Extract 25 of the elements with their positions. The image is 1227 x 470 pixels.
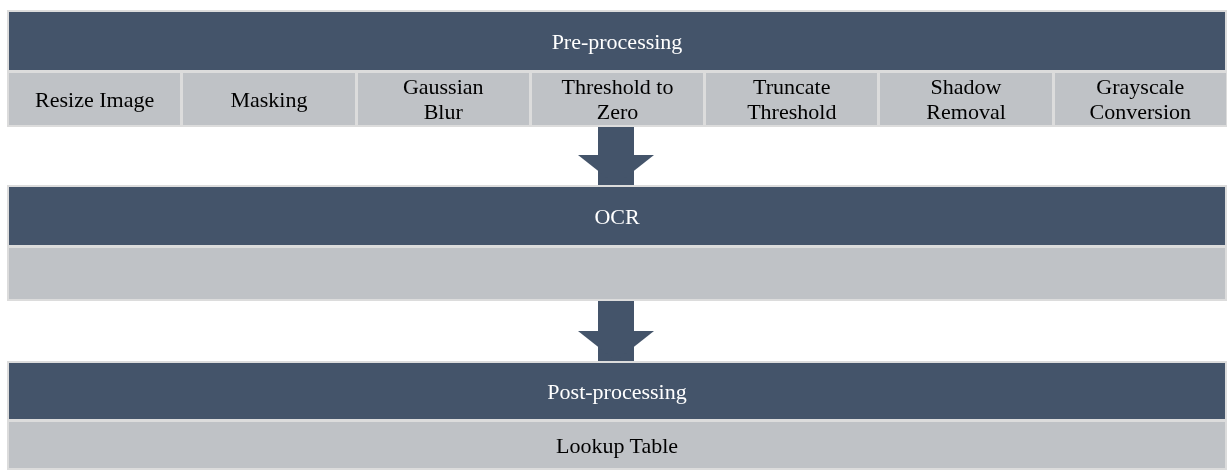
stage-header (7, 361, 1227, 421)
step-label: Threshold to Zero (560, 74, 675, 124)
step-label: Shadow Removal (925, 74, 1007, 124)
stage-title: Pre-processing (551, 28, 683, 54)
block-arrow (578, 127, 654, 185)
step-box (7, 420, 1227, 470)
step-label: Lookup Table (555, 432, 679, 458)
empty-step-box (7, 246, 1227, 301)
step-label: Gaussian Blur (401, 74, 485, 124)
step-box (7, 71, 183, 127)
block-arrow (578, 301, 654, 361)
step-label: Resize Image (35, 86, 155, 112)
step-box (181, 71, 357, 127)
step-box (1052, 71, 1227, 127)
step-box (355, 71, 531, 127)
step-box (529, 71, 706, 127)
step-box (704, 71, 880, 127)
stage-header (7, 10, 1227, 72)
step-box (878, 71, 1054, 127)
stage-header (7, 185, 1227, 247)
stage-title: Post-processing (547, 378, 687, 404)
stage-title: OCR (594, 203, 640, 229)
step-label: Grayscale Conversion (1088, 74, 1193, 124)
step-label: Truncate Threshold (746, 74, 838, 124)
step-label: Masking (230, 86, 308, 112)
